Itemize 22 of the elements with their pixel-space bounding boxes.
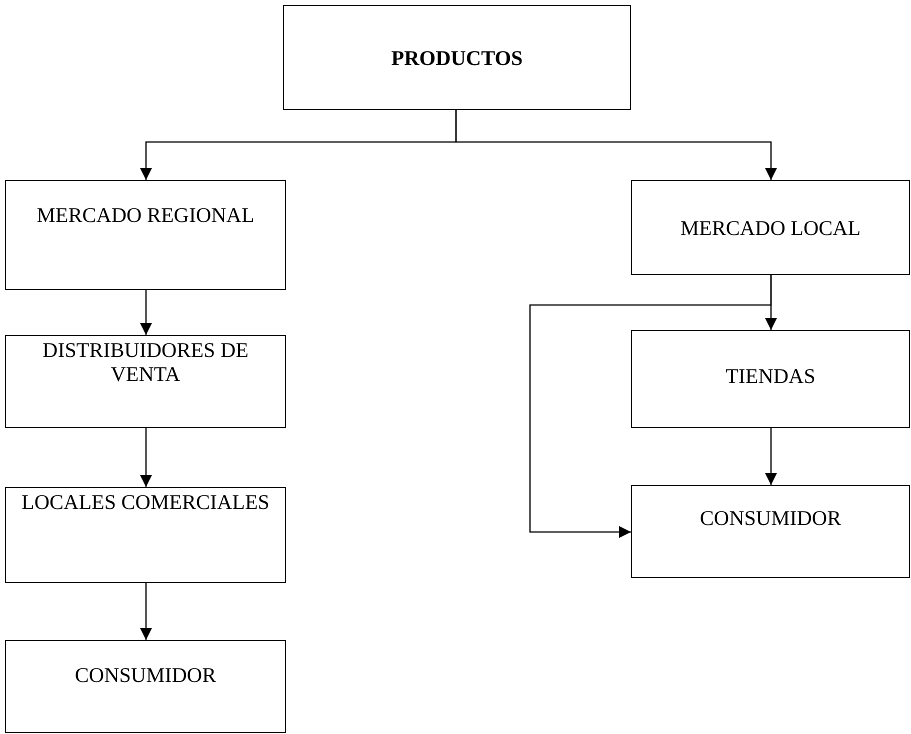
arrow	[455, 110, 777, 180]
arrow	[140, 290, 152, 335]
process-box	[631, 180, 910, 275]
box-label: MERCADO REGIONAL	[36, 203, 254, 227]
box-label: LOCALES COMERCIALES	[22, 490, 270, 514]
process-box	[5, 640, 286, 733]
arrow	[140, 428, 152, 487]
process-box	[283, 5, 631, 110]
arrow	[529, 275, 772, 538]
box-label: DISTRIBUIDORES DE VENTA	[42, 338, 250, 386]
box-label: TIENDAS	[726, 364, 816, 388]
box-label: CONSUMIDOR	[74, 663, 216, 687]
box-label: CONSUMIDOR	[700, 506, 842, 530]
arrow	[765, 428, 777, 485]
process-box	[631, 485, 910, 578]
arrow	[140, 583, 152, 640]
box-label: MERCADO LOCAL	[680, 216, 861, 240]
process-box	[5, 180, 286, 290]
box-label: PRODUCTOS	[391, 46, 523, 70]
process-box	[631, 330, 910, 428]
process-box	[5, 487, 286, 583]
process-box	[5, 335, 286, 428]
